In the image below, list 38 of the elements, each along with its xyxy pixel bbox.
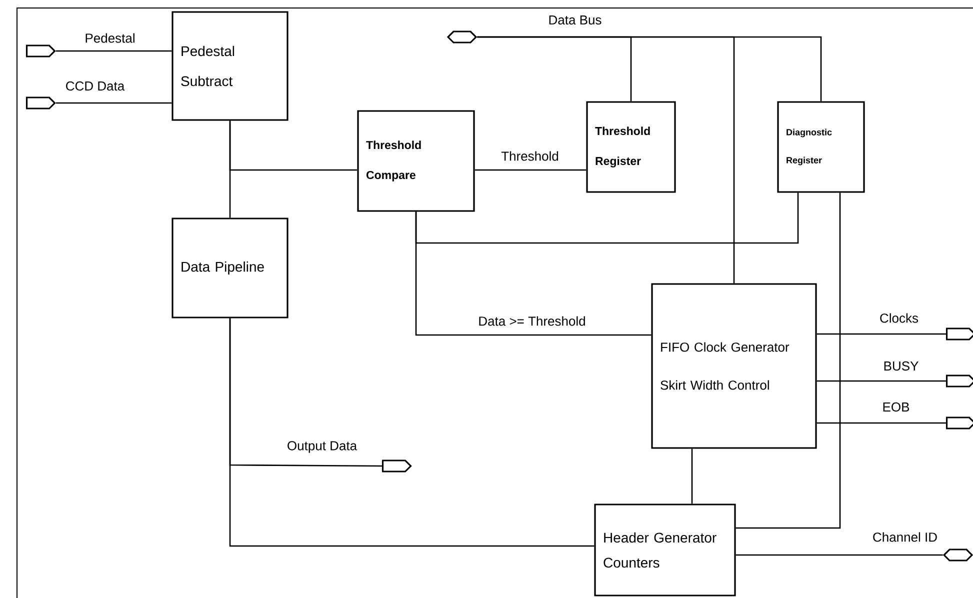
block-box: Threshold Register [586, 101, 676, 193]
connector-line [816, 422, 946, 424]
edge-label: BUSY [882, 360, 920, 372]
connector-line [229, 318, 382, 467]
connector-line [229, 120, 358, 171]
block-box: Data Pipeline [172, 218, 288, 318]
connector-line [415, 192, 799, 244]
block-box: Header Generator Counters [594, 504, 736, 596]
connector-line [474, 169, 586, 171]
connector-line [477, 36, 822, 102]
port-symbol [26, 96, 56, 110]
block-box: Threshold Compare [357, 110, 475, 212]
edge-label: CCD Data [64, 80, 126, 92]
port-symbol [946, 416, 973, 430]
block-box: Diagnostic Register [777, 101, 865, 193]
port-symbol [382, 460, 412, 472]
connector-line [56, 50, 172, 52]
port-symbol [942, 548, 973, 562]
connector-line [736, 554, 943, 556]
connector-line [816, 380, 946, 382]
connector-line [691, 448, 693, 504]
port-symbol [946, 374, 973, 388]
port-symbol [26, 44, 56, 58]
block-box: FIFO Clock Generator Skirt Width Control [651, 283, 817, 449]
edge-label: Pedestal [84, 32, 136, 44]
edge-label: Channel ID [872, 531, 939, 543]
block-box: Pedestal Subtract [172, 11, 288, 121]
port-symbol [446, 30, 478, 44]
edge-label: EOB [881, 401, 911, 413]
edge-label: Output Data [286, 440, 358, 454]
port-symbol [946, 328, 973, 340]
edge-label: Threshold [500, 150, 560, 162]
connector-line [736, 192, 841, 529]
connector-line [816, 333, 946, 335]
edge-label: Data Bus [547, 14, 603, 26]
connector-line [56, 102, 172, 104]
edge-label: Data >= Threshold [477, 315, 587, 327]
edge-label: Clocks [878, 312, 920, 324]
